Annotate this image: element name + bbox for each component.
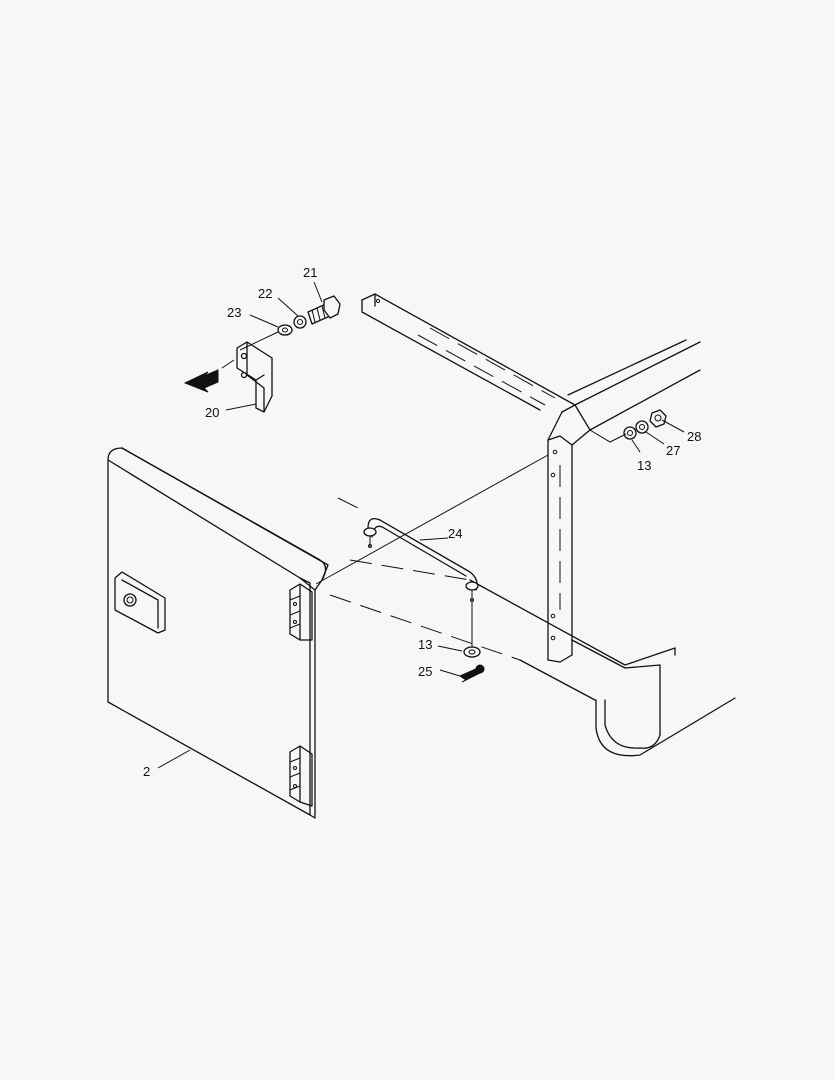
pin-25 bbox=[458, 664, 485, 683]
callout-20: 20 bbox=[205, 405, 219, 420]
callout-21: 21 bbox=[303, 265, 317, 280]
callout-24: 24 bbox=[448, 526, 462, 541]
callout-13-upper: 13 bbox=[637, 458, 651, 473]
support-rod bbox=[363, 517, 479, 648]
callout-28: 28 bbox=[687, 429, 701, 444]
washer-13-upper bbox=[623, 426, 637, 440]
door-handle bbox=[114, 571, 166, 634]
bolt-21 bbox=[307, 295, 341, 325]
lock-washer-27 bbox=[635, 420, 649, 434]
callout-23: 23 bbox=[227, 305, 241, 320]
callout-13-lower: 13 bbox=[418, 637, 432, 652]
door-panel bbox=[107, 447, 549, 819]
leader-lines bbox=[157, 281, 685, 769]
nut-28 bbox=[649, 409, 667, 428]
upper-hinge bbox=[289, 583, 313, 641]
direction-arrow bbox=[183, 359, 235, 393]
lock-washer-22 bbox=[293, 315, 307, 329]
callout-27: 27 bbox=[666, 443, 680, 458]
washer-23 bbox=[277, 324, 293, 336]
lower-hinge bbox=[289, 745, 313, 807]
callout-2: 2 bbox=[143, 764, 150, 779]
callout-25: 25 bbox=[418, 664, 432, 679]
frame-structure bbox=[329, 293, 736, 757]
washer-13-lower bbox=[463, 646, 481, 658]
callout-22: 22 bbox=[258, 286, 272, 301]
bracket-20 bbox=[236, 341, 273, 413]
